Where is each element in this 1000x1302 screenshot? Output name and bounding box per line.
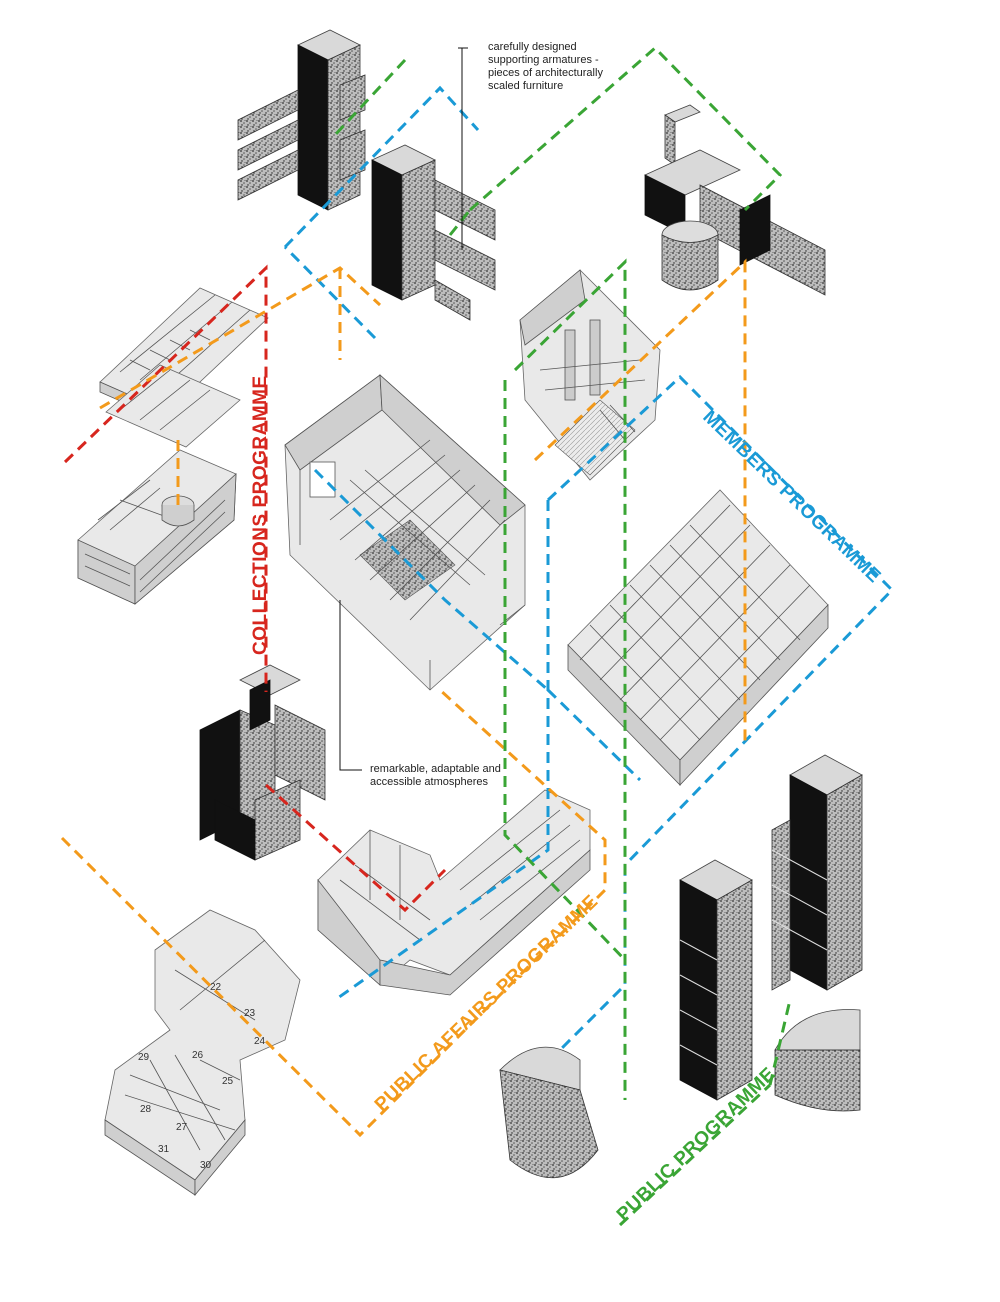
floorplan-public-affairs-numbered: 22 23 24 25 26 27 28 29 30 31 [104, 909, 301, 1197]
annotation-atmospheres: remarkable, adaptable and accessible atm… [339, 600, 501, 788]
collections-programme-outline [63, 264, 447, 913]
plan-number: 22 [210, 982, 222, 993]
half-cylinder-bottom [499, 1046, 599, 1179]
tower-block-right [771, 754, 863, 991]
armature-block-top-left [237, 29, 366, 211]
half-cylinder-right [774, 1009, 861, 1112]
plan-number: 30 [200, 1160, 212, 1171]
annotation-line: accessible atmospheres [370, 776, 489, 788]
annotation-line: remarkable, adaptable and [370, 763, 501, 775]
floorplan-collections-lower [77, 449, 237, 605]
plan-number: 25 [222, 1076, 234, 1087]
public-affairs-programme-outline [60, 258, 747, 1138]
annotation-line: scaled furniture [488, 80, 563, 92]
plan-number: 28 [140, 1104, 152, 1115]
floorplan-central-hall [284, 374, 526, 691]
armature-block-middle-left [199, 664, 326, 861]
armature-block-top-right [644, 104, 826, 296]
plan-number: 27 [176, 1122, 188, 1133]
annotation-line: pieces of architecturally [488, 67, 603, 79]
armature-block-top-center [371, 144, 496, 321]
annotation-line: carefully designed [488, 41, 577, 53]
annotation-line: supporting armatures - [488, 54, 599, 66]
floorplan-members-lower [567, 489, 829, 787]
plan-number: 26 [192, 1050, 204, 1061]
public-programme-outline [333, 45, 792, 1227]
plan-number: 24 [254, 1036, 266, 1047]
members-programme-outline [283, 85, 895, 1052]
floorplan-members-upper [519, 269, 661, 481]
plan-number: 29 [138, 1052, 150, 1063]
annotation-armatures: carefully designed supporting armatures … [458, 41, 603, 250]
tower-block-left [679, 859, 753, 1101]
floorplan-public-affairs [317, 789, 591, 996]
plan-number: 31 [158, 1144, 170, 1155]
collections-programme-label: COLLECTIONS PROGRAMME [250, 375, 271, 655]
floorplan-collections-upper [99, 287, 269, 448]
plan-number: 23 [244, 1008, 256, 1019]
